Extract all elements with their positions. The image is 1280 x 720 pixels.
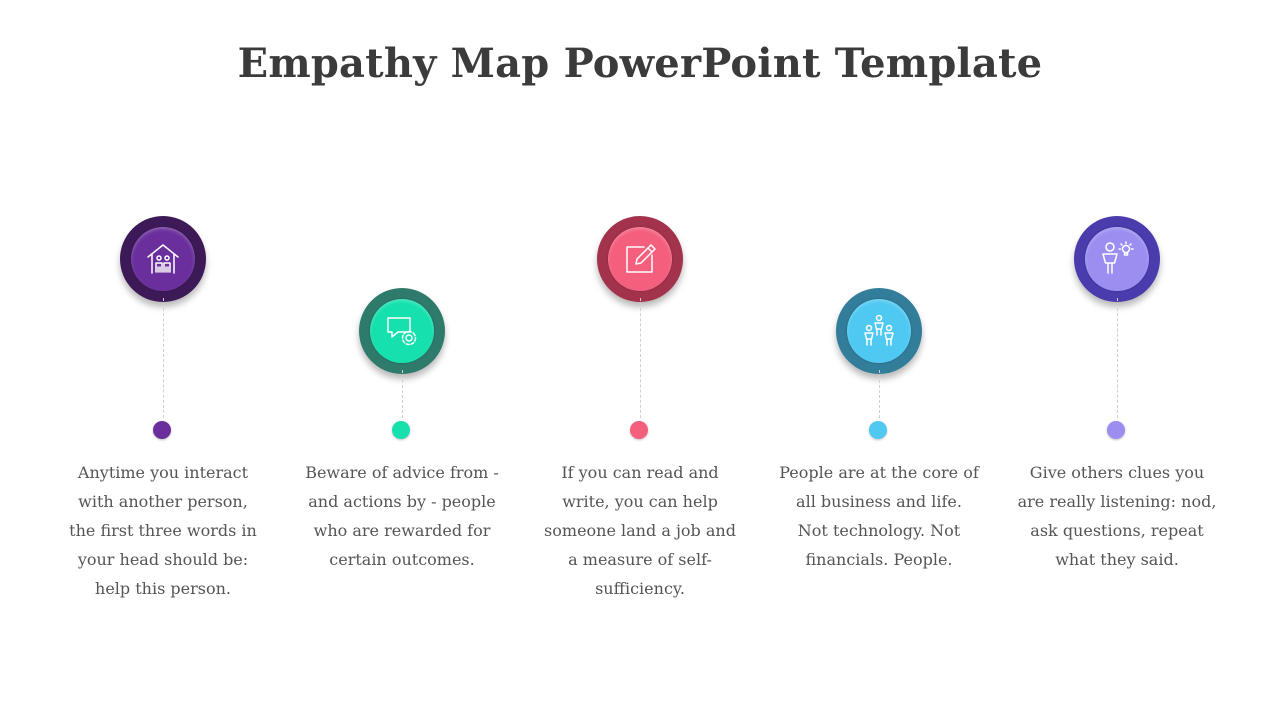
step-3-marker-dot: [630, 421, 648, 439]
step-2-badge-ring: [359, 288, 445, 374]
step-item-1: Anytime you interact with another person…: [63, 0, 263, 720]
step-3-connector: [639, 298, 641, 418]
step-2-connector: [401, 370, 403, 418]
step-item-4: People are at the core of all business a…: [779, 0, 979, 720]
step-5-marker-dot: [1107, 421, 1125, 439]
step-5-badge-inner: [1085, 227, 1149, 291]
step-3-description: If you can read and write, you can help …: [544, 463, 736, 598]
step-1-marker-dot: [153, 421, 171, 439]
team-people-icon: [864, 314, 894, 346]
step-1-connector: [162, 298, 164, 418]
family-home-icon: [147, 244, 179, 274]
step-4-description: People are at the core of all business a…: [779, 463, 979, 569]
step-4-badge-ring: [836, 288, 922, 374]
step-3-badge-ring: [597, 216, 683, 302]
step-item-3: If you can read and write, you can help …: [540, 0, 740, 720]
edit-note-icon: [626, 244, 656, 273]
step-2-badge-inner: [370, 299, 434, 363]
step-3-badge-inner: [608, 227, 672, 291]
step-1-badge-ring: [120, 216, 206, 302]
step-1-badge-inner: [131, 227, 195, 291]
page-title: Empathy Map PowerPoint Template: [237, 40, 1043, 87]
step-4-marker-dot: [869, 421, 887, 439]
person-idea-icon: [1102, 241, 1134, 274]
step-item-2: Beware of advice from - and actions by -…: [302, 0, 502, 720]
step-5-connector: [1116, 298, 1118, 418]
step-4-connector: [878, 370, 880, 418]
step-4-badge-inner: [847, 299, 911, 363]
chat-gear-icon: [387, 317, 417, 346]
step-item-5: Give others clues you are really listeni…: [1017, 0, 1217, 720]
step-5-badge-ring: [1074, 216, 1160, 302]
step-1-description: Anytime you interact with another person…: [69, 463, 257, 598]
step-5-description: Give others clues you are really listeni…: [1017, 463, 1217, 569]
step-2-description: Beware of advice from - and actions by -…: [305, 463, 499, 569]
step-2-marker-dot: [392, 421, 410, 439]
